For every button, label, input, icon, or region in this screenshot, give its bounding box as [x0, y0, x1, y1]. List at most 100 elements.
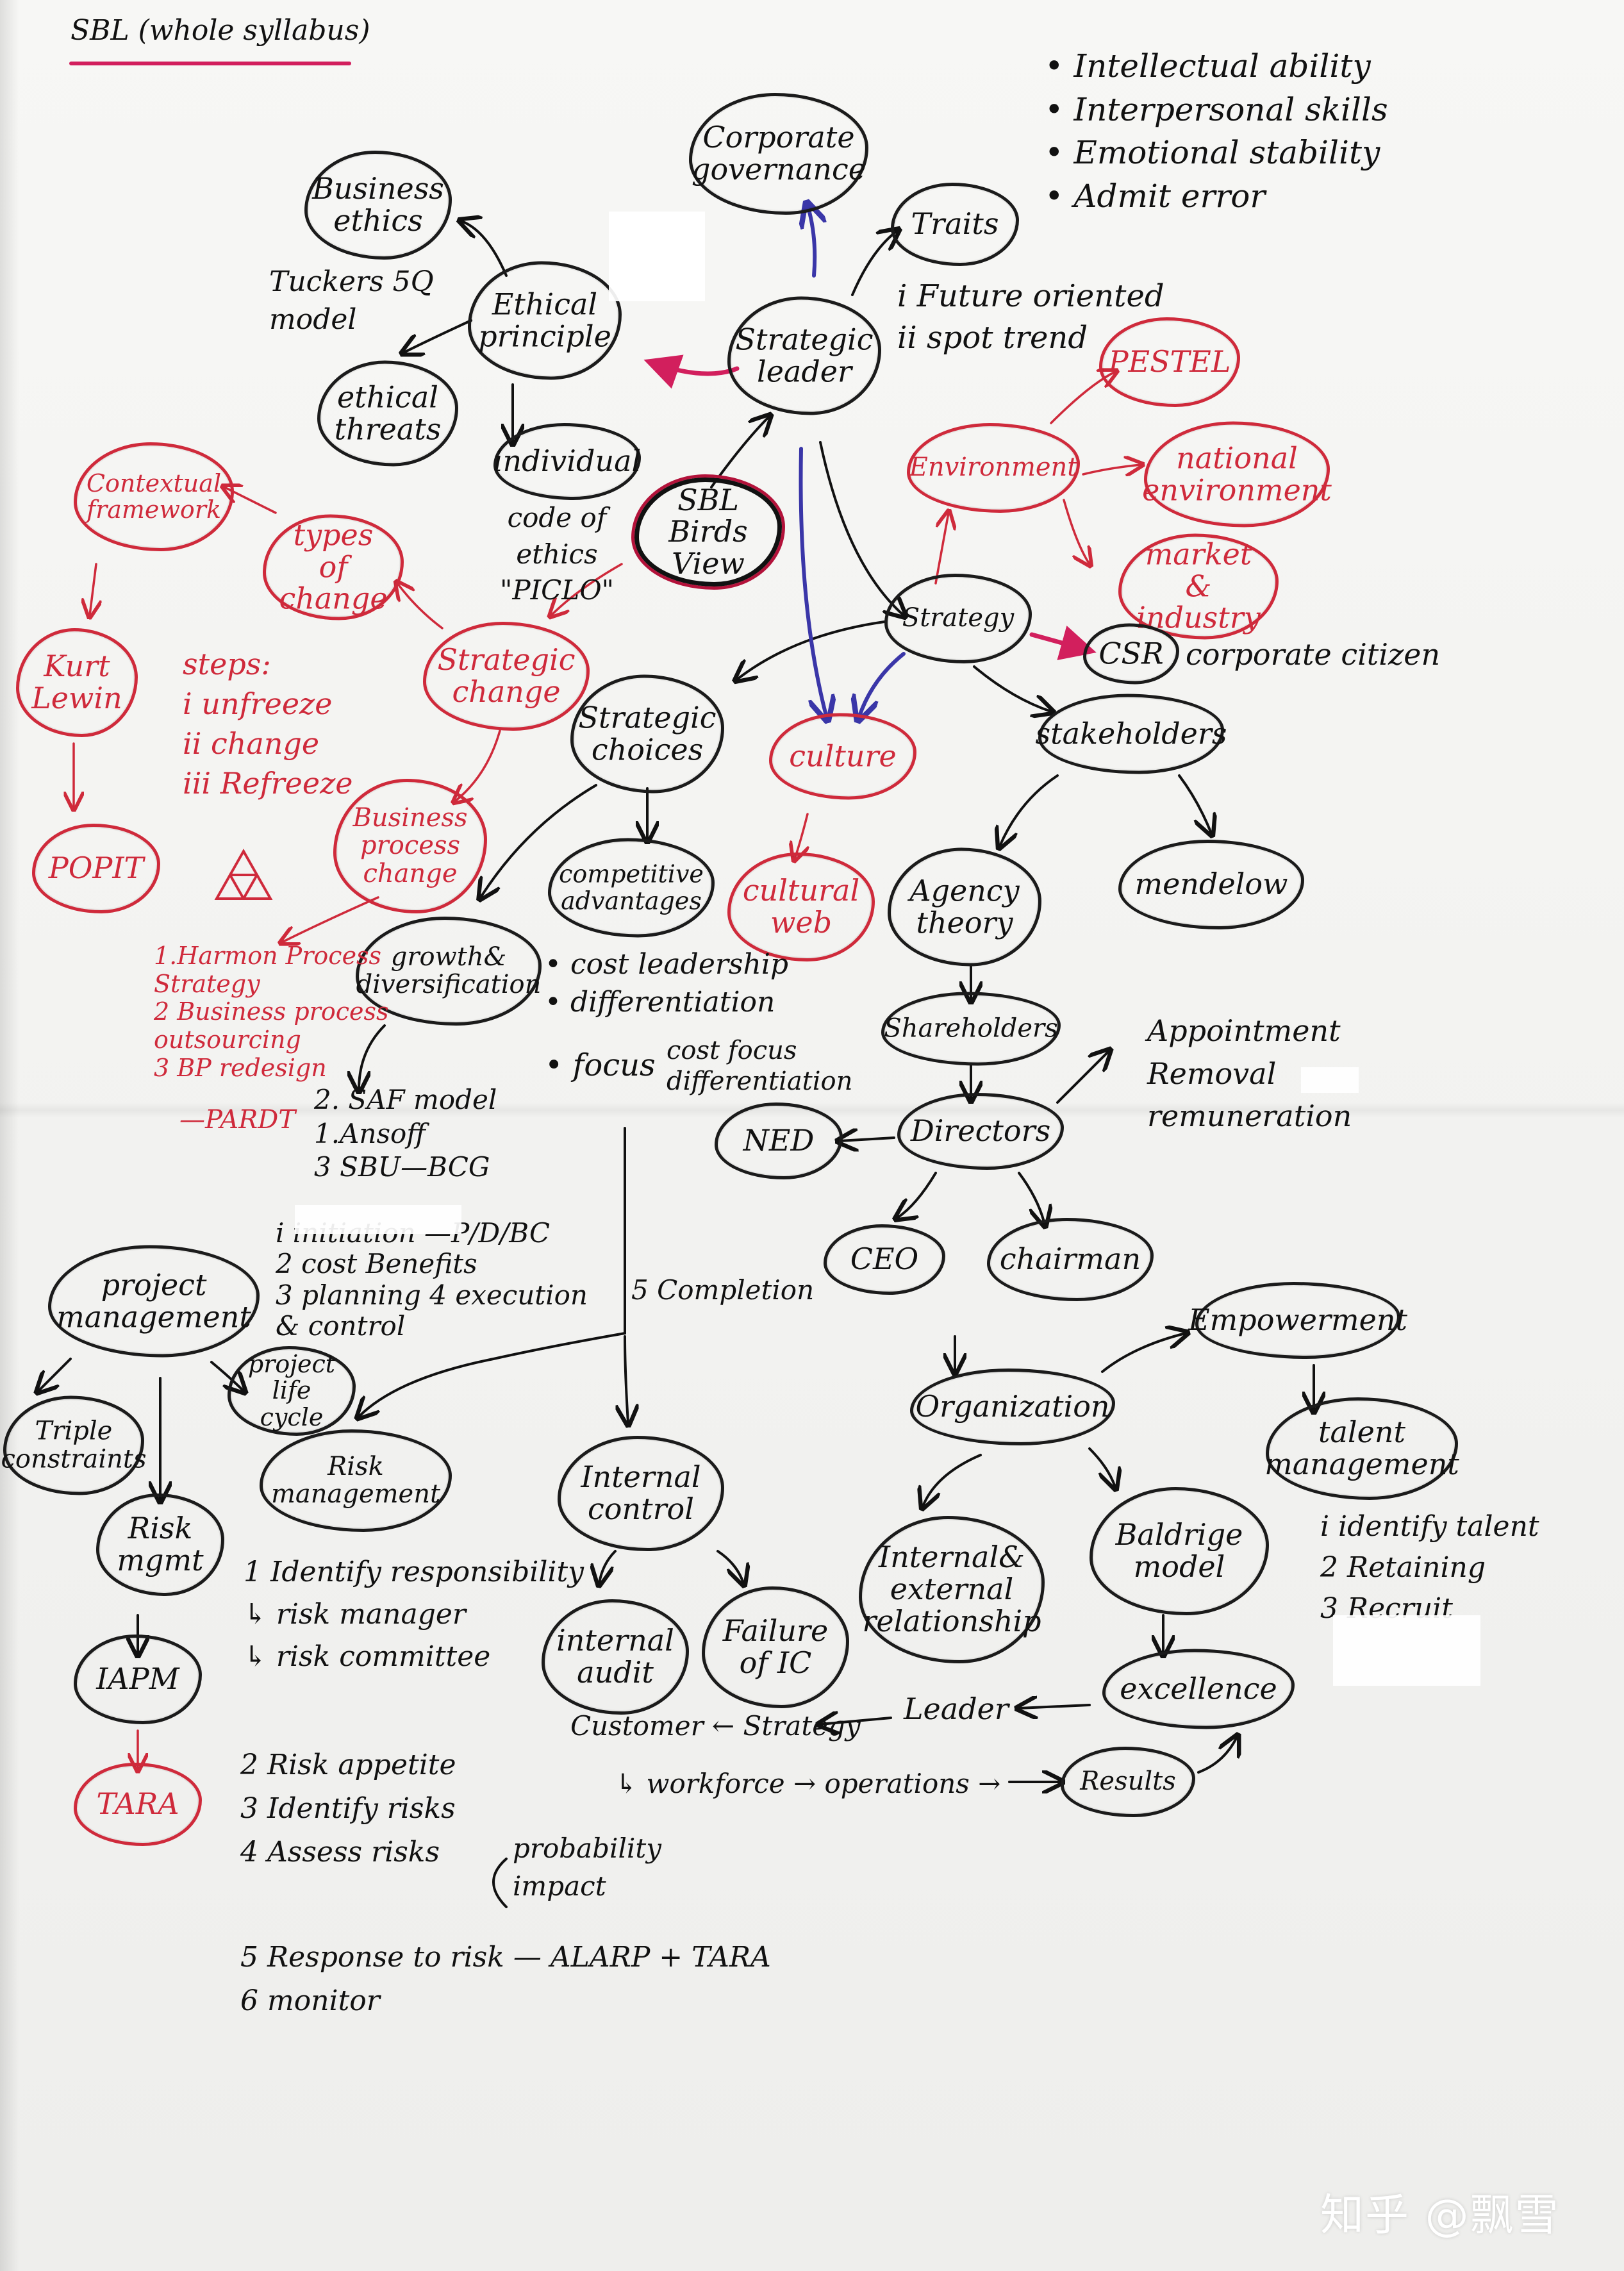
node-market-industry: market & industry — [1118, 533, 1279, 640]
edge-directors-roles — [1056, 1051, 1109, 1104]
edge-directors-ned — [840, 1138, 895, 1141]
edge-change-bpc — [455, 729, 501, 801]
node-project-management: project management — [48, 1245, 260, 1358]
edge-growth-ansoff — [359, 1024, 386, 1090]
edge-excellence-leader — [1019, 1705, 1091, 1708]
node-national-environment: national environment — [1142, 421, 1332, 528]
edge-leader-traits — [851, 231, 897, 296]
node-organization: Organization — [910, 1368, 1115, 1445]
node-triple-constraints: Triple constraints — [1, 1395, 147, 1495]
chain-leader: Leader — [904, 1692, 1009, 1726]
edge-env-national — [1082, 465, 1141, 474]
node-stakeholders: stakeholders — [1036, 694, 1227, 774]
edge-ic-failure — [717, 1550, 743, 1583]
risk-steps-response: 5 Response to risk — ALARP + TARA 6 moni… — [240, 1941, 771, 2018]
node-ceo: CEO — [824, 1224, 945, 1295]
node-business-process-change: Business process change — [333, 779, 487, 913]
edge-env-market — [1063, 499, 1090, 564]
edge-directors-ceo — [897, 1172, 937, 1218]
edge-assess-bracket — [492, 1858, 508, 1908]
edge-vertical-main — [359, 1127, 626, 1417]
edge-principle-ethics — [461, 221, 508, 277]
node-csr: CSR — [1083, 623, 1179, 685]
node-competitive-advantages: competitive advantages — [548, 838, 715, 938]
title-underline — [69, 62, 351, 65]
node-growth-diversification: growth& diversification — [356, 917, 542, 1026]
node-types-of-change: types of change — [263, 514, 404, 620]
node-strategic-choices: Strategic choices — [570, 674, 724, 794]
edge-directors-chairman — [1018, 1172, 1045, 1224]
edge-leader-principle — [643, 354, 740, 389]
edge-strategy-culture — [859, 652, 906, 718]
edge-strategy-environment — [934, 513, 949, 585]
edge-principle-threats — [404, 319, 472, 353]
tape-patch — [1333, 1615, 1480, 1686]
node-strategic-change: Strategic change — [423, 622, 590, 731]
node-corporate-governance: Corporate governance — [689, 93, 868, 215]
node-internal-audit: internal audit — [542, 1599, 689, 1715]
node-ned: NED — [715, 1102, 843, 1179]
node-strategy: Strategy — [884, 574, 1032, 663]
watermark: 知乎 @飘雪 — [1320, 2190, 1560, 2241]
completion: 5 Completion — [631, 1274, 815, 1306]
focus-types: cost focus differentiation — [667, 1036, 853, 1096]
director-roles: Appointment Removal remuneration — [1147, 1013, 1352, 1134]
node-contextual-framework: Contextual framework — [74, 442, 234, 551]
edge-strategy-stakeholders — [973, 665, 1051, 711]
cost-leadership-list: • cost leadership • differentiation — [545, 948, 789, 1019]
node-cultural-web: cultural web — [727, 853, 875, 961]
node-mendelow: mendelow — [1118, 840, 1304, 929]
edge-leader-strategy-chain — [820, 1718, 892, 1724]
leader-notes: i Future oriented ii spot trend — [897, 278, 1164, 356]
code-of-ethics: code of ethics "PICLO" — [500, 502, 614, 606]
node-agency-theory: Agency theory — [888, 847, 1041, 967]
node-ethical-threats: ethical threats — [317, 360, 458, 467]
node-directors: Directors — [897, 1093, 1064, 1170]
focus: • focus — [545, 1047, 656, 1083]
node-popit: POPIT — [32, 824, 160, 913]
pardt: —PARDT — [179, 1105, 295, 1135]
node-strategic-leader: Strategic leader — [727, 296, 881, 415]
corporate-citizen: corporate citizen — [1186, 637, 1441, 672]
page-edge-shadow — [0, 0, 19, 2271]
edge-birdsview-change — [551, 563, 623, 615]
tape-patch — [609, 212, 705, 301]
edge-org-internal — [923, 1454, 982, 1506]
edge-leader-culture — [799, 447, 827, 718]
node-risk-mgmt: Risk mgmt — [96, 1493, 224, 1596]
edge-leader-governance — [808, 205, 815, 278]
node-tara: TARA — [74, 1763, 202, 1846]
risk-steps-middle: 2 Risk appetite 3 Identify risks 4 Asses… — [240, 1749, 456, 1869]
node-shareholders: Shareholders — [881, 992, 1061, 1066]
edge-main-ic — [625, 1335, 628, 1423]
node-kurt-lewin: Kurt Lewin — [16, 628, 138, 737]
node-baldrige-model: Baldrige model — [1090, 1487, 1269, 1615]
edge-ic-audit — [599, 1550, 617, 1583]
edge-change-types — [397, 583, 443, 629]
traits-list: • Intellectual ability • Interpersonal s… — [1045, 47, 1388, 215]
tape-patch — [295, 1205, 461, 1234]
edge-bpc-list — [282, 896, 379, 942]
project-phases: i initiation —P/D/BC 2 cost Benefits 3 p… — [276, 1217, 588, 1342]
node-internal-control: Internal control — [558, 1436, 724, 1551]
edge-results-up — [1197, 1737, 1237, 1774]
talent-steps: i identify talent 2 Retaining 3 Recruit — [1320, 1510, 1539, 1625]
node-internal-external-relationship: Internal& external relationship — [859, 1516, 1045, 1663]
edge-strategy-choices — [737, 620, 886, 679]
node-traits: Traits — [891, 183, 1019, 266]
edge-stakeholders-agency — [1000, 774, 1059, 846]
node-pestel: PESTEL — [1099, 317, 1240, 407]
risk-steps-identify: 1 Identify responsibility ↳ risk manager… — [244, 1556, 584, 1673]
growth-models: 2. SAF model 1.Ansoff 3 SBU—BCG — [314, 1084, 497, 1183]
chain-workforce-operations: ↳ workforce → operations → — [615, 1768, 1001, 1799]
edge-pm-triple — [38, 1358, 72, 1391]
node-iapm: IAPM — [74, 1635, 202, 1724]
node-risk-management: Risk management — [260, 1429, 452, 1532]
node-ethical-principle: Ethical principle — [468, 261, 622, 380]
node-project-life-cycle: project life cycle — [228, 1346, 356, 1436]
tape-patch — [1301, 1067, 1359, 1093]
node-empowerment: Empowerment — [1188, 1282, 1407, 1359]
node-business-ethics: Business ethics — [304, 151, 452, 260]
node-excellence: excellence — [1102, 1649, 1295, 1729]
node-culture: culture — [769, 713, 916, 800]
